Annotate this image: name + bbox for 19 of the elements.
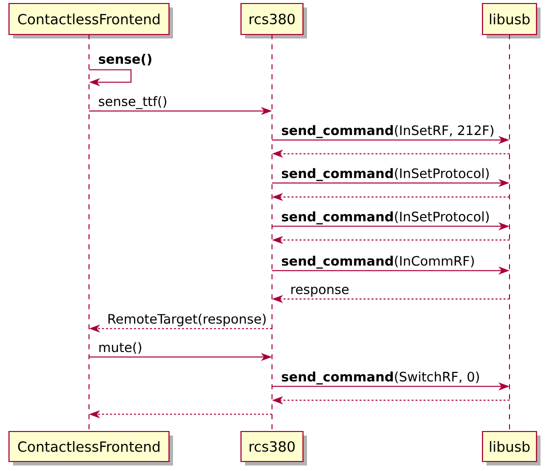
- self-message-arrow: [88, 69, 132, 86]
- participant-box: ContactlessFrontend: [8, 430, 173, 466]
- edge-label: send_command(SwitchRF, 0): [280, 370, 482, 386]
- participant-box: ContactlessFrontend: [8, 2, 173, 38]
- edge-label: mute(): [97, 341, 144, 355]
- edge-label: send_command(InCommRF): [280, 254, 476, 270]
- edge-label: sense(): [97, 52, 154, 66]
- edge-label: response: [289, 286, 350, 298]
- edge-label: send_command(InSetProtocol): [280, 167, 491, 182]
- lifeline: [88, 34, 90, 432]
- lifeline: [509, 34, 510, 432]
- edge-label: sense_ttf(): [97, 95, 168, 110]
- participant-box: libusb: [482, 2, 540, 38]
- edge-label: send_command(InSetRF, 212F): [280, 124, 496, 140]
- edge-label: send_command(InSetProtocol): [280, 210, 491, 226]
- participant-box: rcs380: [240, 430, 307, 466]
- participant-box: rcs380: [240, 2, 307, 38]
- participant-box: libusb: [482, 430, 540, 466]
- edge-label: RemoteTarget(response): [106, 312, 268, 328]
